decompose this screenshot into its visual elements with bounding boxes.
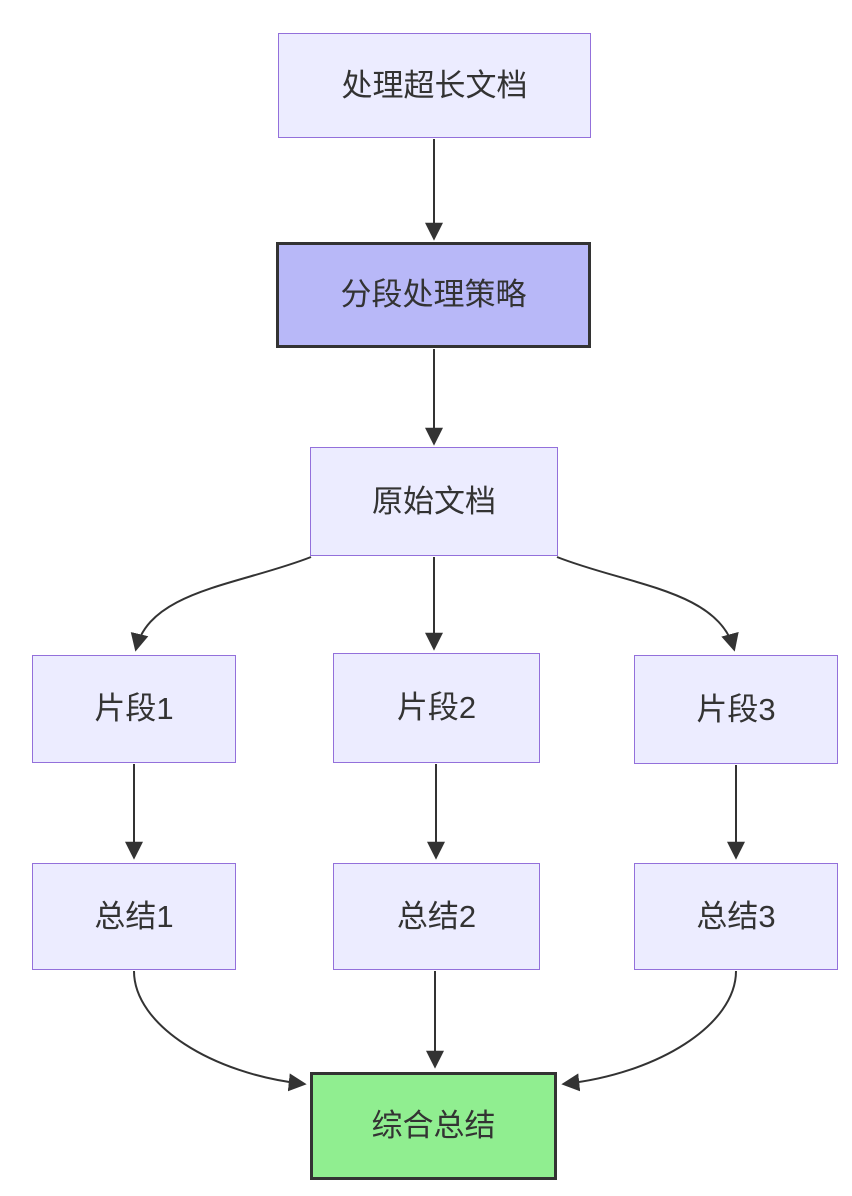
node-summary-1: 总结1 [32, 863, 236, 970]
node-label: 片段1 [94, 691, 174, 727]
node-label: 处理超长文档 [341, 67, 528, 103]
node-original-doc: 原始文档 [310, 447, 558, 556]
node-label: 分段处理策略 [340, 277, 527, 313]
node-fragment-1: 片段1 [32, 655, 236, 763]
node-label: 总结3 [696, 898, 776, 934]
node-label: 片段2 [396, 690, 477, 726]
edge-doc-to-fragment-3 [556, 556, 739, 652]
node-label: 综合总结 [371, 1108, 496, 1144]
node-segmentation-strategy: 分段处理策略 [276, 242, 591, 348]
node-summary-3: 总结3 [634, 863, 838, 970]
node-label: 原始文档 [372, 483, 496, 519]
edge-summary-3-to-final [561, 970, 737, 1092]
node-final-summary: 综合总结 [310, 1072, 557, 1180]
edge-doc-to-fragment-1 [130, 556, 312, 652]
node-fragment-2: 片段2 [333, 653, 540, 763]
node-label: 总结2 [396, 898, 477, 934]
node-label: 总结1 [94, 898, 174, 934]
node-label: 片段3 [696, 691, 776, 727]
edge-summary-1-to-final [133, 970, 307, 1092]
node-summary-2: 总结2 [333, 863, 540, 970]
node-process-long-doc: 处理超长文档 [278, 33, 591, 138]
node-fragment-3: 片段3 [634, 655, 838, 764]
